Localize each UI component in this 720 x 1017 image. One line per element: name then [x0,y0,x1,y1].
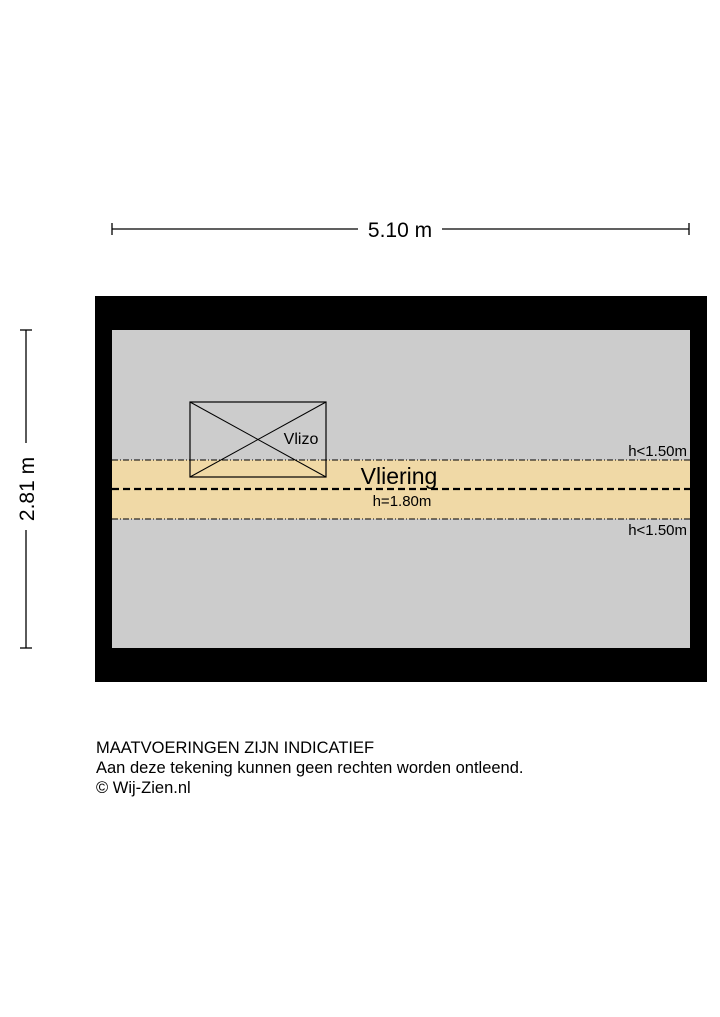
disclaimer-title: MAATVOERINGEN ZIJN INDICATIEF [96,739,375,757]
zone-label: Vliering [361,463,438,489]
upper-limit-label: h<1.50m [628,443,687,460]
width-label: 5.10 m [368,219,432,242]
center-height-label: h=1.80m [373,493,432,510]
lower-limit-label: h<1.50m [628,522,687,539]
height-dimension: 2.81 m [16,329,39,649]
hatch-label: Vlizo [284,431,319,448]
attic-hatch [189,401,327,478]
disclaimer: MAATVOERINGEN ZIJN INDICATIEF Aan deze t… [96,738,524,798]
copyright-text: © Wij-Zien.nl [96,779,191,797]
disclaimer-text: Aan deze tekening kunnen geen rechten wo… [96,759,524,777]
width-dimension: 5.10 m [111,219,690,242]
height-label: 2.81 m [16,457,39,521]
